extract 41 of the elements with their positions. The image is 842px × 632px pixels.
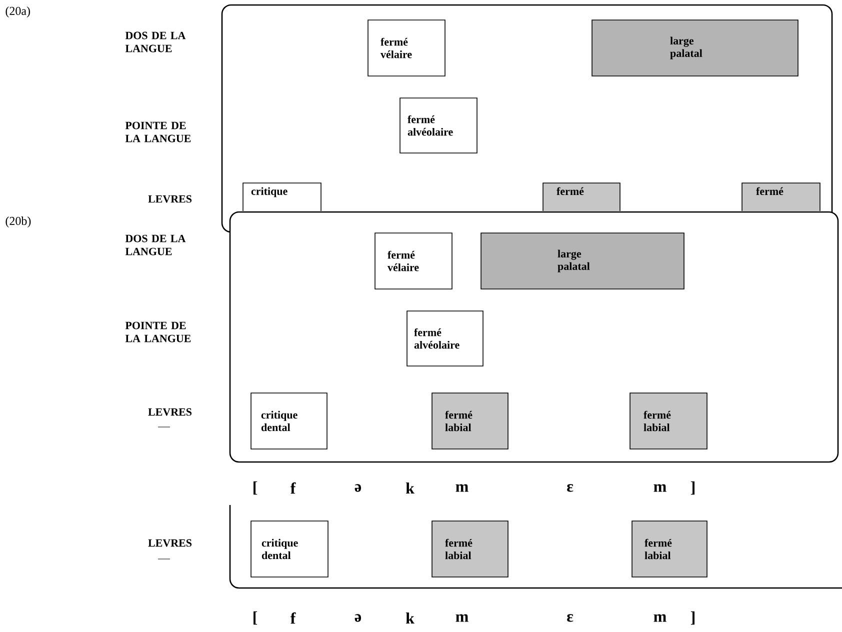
feature-box: fermé labial xyxy=(630,392,708,450)
feature-box: critique dental xyxy=(250,392,328,450)
row-label: POINTE DE LA LANGUE xyxy=(125,122,191,142)
transcription-symbol: k xyxy=(406,612,414,624)
transcription-symbol: ɛ xyxy=(567,614,574,622)
feature-box: fermé labial xyxy=(432,392,508,450)
feature-box: fermé xyxy=(542,182,620,212)
figure-tag: (20a) xyxy=(6,6,30,18)
feature-box: fermé vélaire xyxy=(374,232,452,290)
feature-box: fermé vélaire xyxy=(368,20,446,76)
figure-tag: (20b) xyxy=(6,216,31,228)
transcription-symbol: k xyxy=(406,482,414,494)
transcription-symbol: m xyxy=(654,484,666,492)
feature-box: fermé xyxy=(742,182,820,212)
panel-frame xyxy=(229,505,842,589)
transcription-symbol: ] xyxy=(690,611,694,625)
row-label: DOS DE LA LANGUE xyxy=(125,32,186,52)
feature-box: fermé alvéolaire xyxy=(400,98,478,154)
transcription-symbol: f xyxy=(290,612,296,624)
feature-box: fermé labial xyxy=(632,520,708,578)
feature-box: critique dental xyxy=(250,520,328,578)
transcription-symbol: f xyxy=(290,482,296,494)
transcription-symbol: [ xyxy=(254,481,258,495)
transcription-symbol: m xyxy=(654,614,666,622)
transcription-symbol: m xyxy=(456,484,468,492)
feature-box: large palatal xyxy=(592,20,798,76)
row-label: DOS DE LA LANGUE xyxy=(125,234,186,256)
row-label: LEVRES xyxy=(148,195,192,203)
feature-box: critique xyxy=(242,182,322,212)
transcription-symbol: ɛ xyxy=(567,484,574,492)
transcription-symbol: [ xyxy=(254,611,258,625)
row-label: LEVRES xyxy=(148,408,192,416)
transcription-symbol: ] xyxy=(690,481,694,495)
feature-box: fermé labial xyxy=(432,520,508,578)
feature-box: large palatal xyxy=(480,232,684,290)
transcription-symbol: ə xyxy=(354,484,361,492)
feature-box: fermé alvéolaire xyxy=(406,310,484,366)
row-label: LEVRES xyxy=(148,539,192,547)
transcription-symbol: m xyxy=(456,614,468,622)
row-label: POINTE DE LA LANGUE xyxy=(125,322,191,342)
transcription-symbol: ə xyxy=(354,614,361,622)
